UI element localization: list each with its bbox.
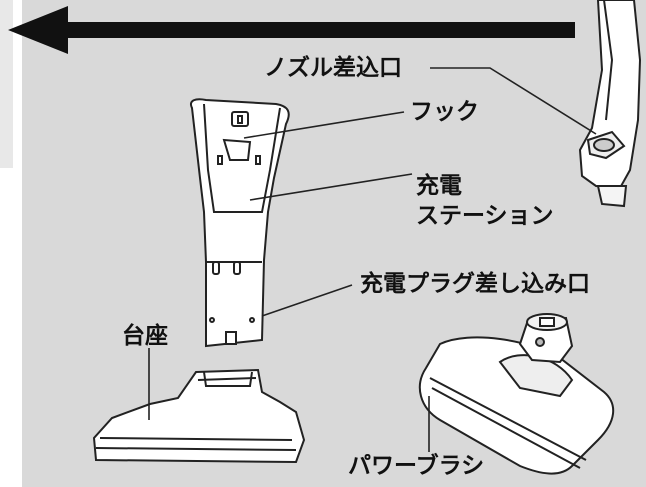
power-brush-drawing	[418, 313, 614, 475]
leader-lines	[148, 67, 597, 452]
vacuum-handle-drawing	[578, 0, 642, 208]
label-charging-station-line2: ステーション	[416, 203, 554, 229]
charging-station-drawing	[190, 98, 290, 348]
left-margin-strip	[0, 0, 13, 168]
label-power-brush: パワーブラシ	[348, 453, 485, 479]
label-charging-plug-inlet: 充電プラグ差し込み口	[360, 271, 590, 297]
base-drawing	[92, 368, 306, 464]
label-hook: フック	[410, 99, 479, 125]
direction-arrow	[8, 6, 575, 54]
label-base: 台座	[122, 323, 168, 349]
label-nozzle-inlet: ノズル差込口	[264, 55, 402, 81]
label-charging-station-line1: 充電	[416, 173, 462, 199]
